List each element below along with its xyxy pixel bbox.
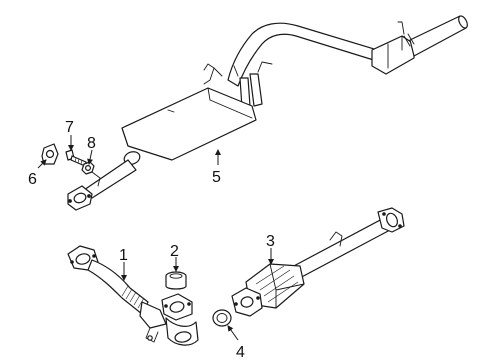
catalytic-converter xyxy=(231,207,405,317)
gasket xyxy=(165,271,187,290)
callout-5: 5 xyxy=(212,169,221,186)
bolt xyxy=(65,149,87,167)
callout-4: 4 xyxy=(236,344,245,360)
rubber-hanger xyxy=(41,143,59,165)
nut xyxy=(81,161,95,175)
callout-3: 3 xyxy=(266,233,275,250)
inlet-pipe xyxy=(67,159,137,211)
callout-7: 7 xyxy=(65,119,74,136)
callout-8: 8 xyxy=(87,135,96,152)
converter-gasket xyxy=(212,309,232,327)
callout-2: 2 xyxy=(170,243,179,260)
callout-6: 6 xyxy=(28,171,37,188)
callout-1: 1 xyxy=(119,247,128,264)
front-exhaust-pipe xyxy=(67,245,199,346)
callouts: 1 2 3 4 5 6 7 8 xyxy=(28,119,275,360)
leader-lines xyxy=(37,135,274,341)
tailpipe-resonator-assembly xyxy=(227,15,468,109)
